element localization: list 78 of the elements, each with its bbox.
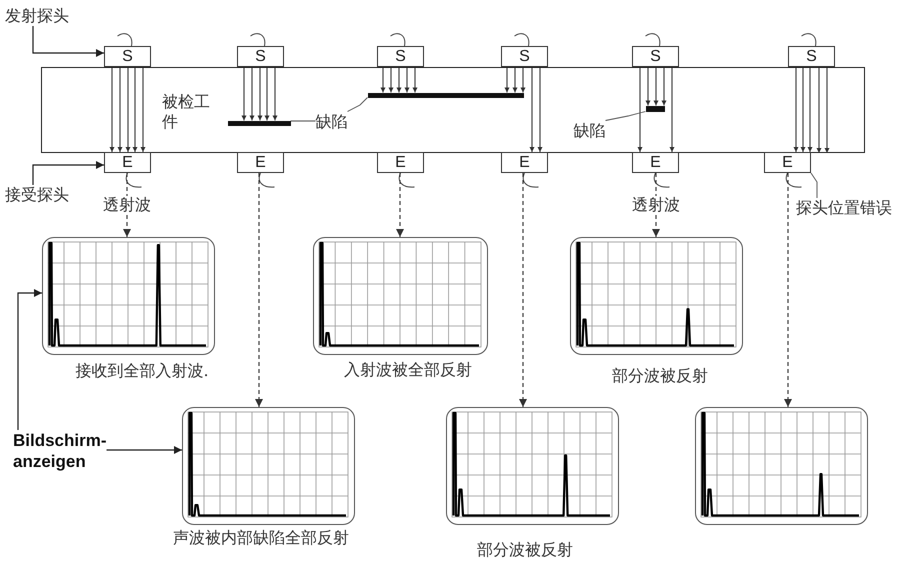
sound-beam-arrow xyxy=(272,66,278,121)
transmitter-probe: S xyxy=(788,46,835,67)
defect-label: 缺陷 xyxy=(316,112,348,132)
sound-beam-arrow xyxy=(250,66,254,121)
workpiece xyxy=(41,67,865,153)
sound-beam-arrow xyxy=(816,66,822,154)
sound-beam-arrow xyxy=(504,66,510,93)
transmitter-probe: S xyxy=(501,46,548,67)
leader-line xyxy=(810,172,818,198)
arrow xyxy=(32,161,104,185)
transmitter-probe: S xyxy=(632,46,679,67)
sound-beam-arrow xyxy=(118,66,122,152)
sound-beam-arrow xyxy=(670,66,674,152)
sound-beam-arrow xyxy=(520,66,526,93)
screen-caption: 接收到全部入射波. xyxy=(76,361,209,381)
edge-label: 透射波 xyxy=(102,196,152,214)
sound-beam-arrow xyxy=(794,66,798,152)
receiver-probe: E xyxy=(501,152,548,173)
defect-bar xyxy=(228,120,290,126)
sound-beam-arrow xyxy=(258,66,262,121)
sound-beam-arrow xyxy=(110,66,114,152)
sound-beam-arrow xyxy=(404,66,410,93)
sound-beam-arrow xyxy=(140,66,146,152)
workpiece-label: 被检工件 xyxy=(162,92,211,132)
defect-bar xyxy=(368,92,524,98)
display-screen xyxy=(695,407,868,525)
sound-beam-arrow xyxy=(512,66,518,93)
receiver-probe: E xyxy=(632,152,679,173)
sound-beam-arrow xyxy=(412,66,418,93)
transmitter-probe: S xyxy=(237,46,284,67)
sound-beam-arrow xyxy=(808,66,812,152)
screen-caption: 部分波被反射 xyxy=(477,540,573,560)
error-label: 探头位置错误 xyxy=(796,198,892,218)
sound-beam-arrow xyxy=(396,66,402,93)
sound-beam-arrow xyxy=(538,66,542,152)
sound-beam-arrow xyxy=(654,66,658,106)
sound-beam-arrow xyxy=(380,66,386,93)
display-label: Bildschirm- anzeigen xyxy=(13,430,107,472)
probe-label: 发射探头 xyxy=(5,6,69,26)
arrow xyxy=(106,446,182,454)
dashed-arrow xyxy=(784,173,792,407)
defect-label: 缺陷 xyxy=(574,120,606,140)
receiver-probe: E xyxy=(237,152,284,173)
screen-caption: 入射波被全部反射 xyxy=(344,360,472,380)
display-screen xyxy=(570,237,743,355)
sound-beam-arrow xyxy=(388,66,394,93)
edge-label: 透射波 xyxy=(631,196,681,214)
sound-beam-arrow xyxy=(638,66,642,152)
arrow xyxy=(17,289,42,430)
receiver-probe: E xyxy=(104,152,151,173)
receiver-probe: E xyxy=(377,152,424,173)
dashed-arrow xyxy=(396,173,404,237)
dashed-arrow xyxy=(255,173,263,407)
receiver-probe: E xyxy=(764,152,811,173)
display-screen xyxy=(182,407,355,525)
screen-caption: 声波被内部缺陷全部反射 xyxy=(173,528,349,548)
sound-beam-arrow xyxy=(530,66,534,152)
defect-bar xyxy=(646,106,664,112)
arrow xyxy=(32,26,104,57)
dashed-arrow xyxy=(519,173,527,407)
sound-beam-arrow xyxy=(662,66,666,106)
transmitter-probe: S xyxy=(377,46,424,67)
sound-beam-arrow xyxy=(824,66,830,154)
leader-line xyxy=(347,97,368,112)
display-screen xyxy=(313,237,488,355)
display-screen xyxy=(42,237,215,355)
sound-beam-arrow xyxy=(800,66,806,152)
sound-beam-arrow xyxy=(646,66,650,106)
display-screen xyxy=(446,407,619,525)
leader-line xyxy=(605,111,646,121)
leader-line xyxy=(290,120,316,122)
probe-label: 接受探头 xyxy=(5,185,69,205)
transmitter-probe: S xyxy=(104,46,151,67)
screen-caption: 部分波被反射 xyxy=(612,366,708,386)
sound-beam-arrow xyxy=(126,66,130,152)
sound-beam-arrow xyxy=(132,66,138,152)
sound-beam-arrow xyxy=(264,66,270,121)
sound-beam-arrow xyxy=(242,66,246,121)
